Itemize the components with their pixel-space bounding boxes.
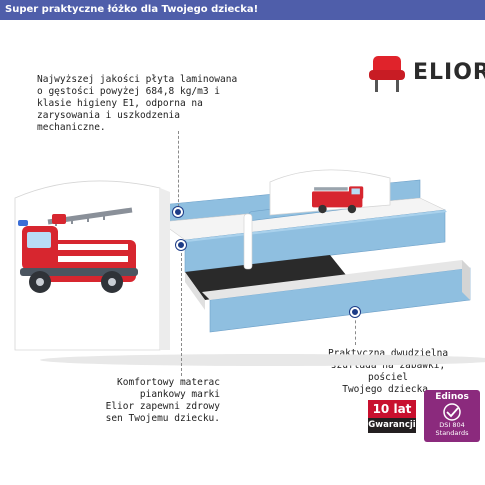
drawer-top	[202, 260, 470, 300]
promo-banner: Super praktyczne łóżko dla Twojego dziec…	[0, 0, 485, 20]
bed-shadow	[40, 354, 485, 366]
headboard-edge	[160, 188, 170, 350]
leader-drawer	[355, 315, 356, 345]
brand-logo: ELIOR	[365, 52, 485, 98]
cert-brand: Edinos	[435, 392, 469, 402]
drawer-cavity	[185, 255, 350, 300]
banner-title: Super praktyczne łóżko dla Twojego dziec…	[5, 4, 259, 15]
callout-drawer: Praktyczna dwudzielna szuflada na zabawk…	[327, 348, 449, 395]
leader-mattress	[181, 248, 182, 376]
leader-board	[178, 131, 179, 207]
warranty-years: 10 lat	[368, 400, 416, 418]
marker-board	[173, 207, 183, 217]
certificate-icon	[443, 403, 461, 421]
marker-drawer	[350, 307, 360, 317]
bed-illustration	[14, 169, 485, 366]
safety-barrier-post	[243, 213, 253, 270]
cert-standard: Standards	[435, 429, 469, 437]
warranty-label: Gwarancji	[368, 418, 416, 433]
small-truck-icon	[312, 186, 364, 214]
fire-truck-icon	[18, 207, 138, 293]
certification-badge: Edinos DSI 804 Standards	[424, 390, 480, 442]
callout-mattress: Komfortowy materac piankowy marki Elior …	[105, 377, 220, 424]
warranty-badge: 10 lat Gwarancji	[368, 400, 416, 436]
marker-mattress	[176, 240, 186, 250]
callout-board: Najwyższej jakości płyta laminowana o gę…	[37, 74, 238, 133]
armchair-logo-icon	[369, 56, 405, 92]
cert-code: DSI 804	[439, 421, 465, 429]
bed-base	[185, 272, 205, 310]
drawer-side	[462, 260, 470, 300]
brand-name: ELIOR	[413, 60, 485, 85]
